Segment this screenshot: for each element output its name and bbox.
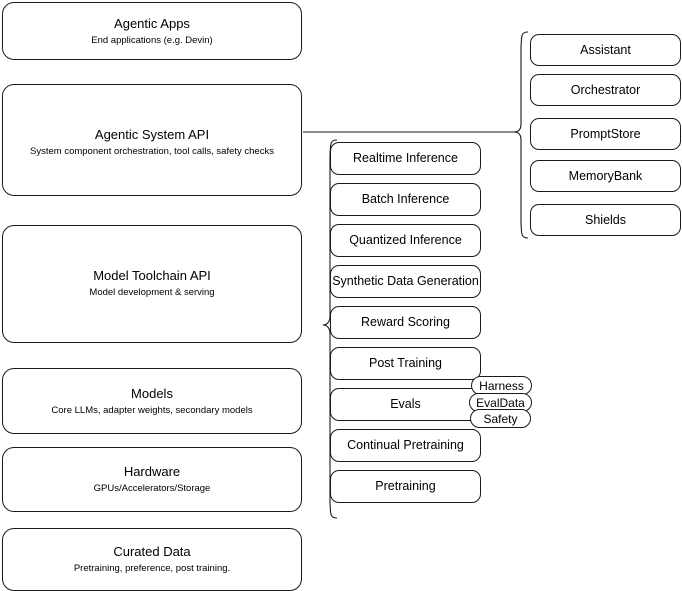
stack-layer-title: Models xyxy=(131,385,173,401)
capability-realtime-inference[interactable]: Realtime Inference xyxy=(330,142,481,175)
capability-post-training[interactable]: Post Training xyxy=(330,347,481,380)
capability-evals[interactable]: Evals xyxy=(330,388,481,421)
stack-layer-subtitle: GPUs/Accelerators/Storage xyxy=(93,483,211,494)
stack-layer-title: Model Toolchain API xyxy=(93,268,211,283)
stack-layer-agentic-system-api[interactable]: Agentic System API System component orch… xyxy=(2,84,302,196)
stack-layer-subtitle: End applications (e.g. Devin) xyxy=(91,34,213,46)
stack-layer-subtitle: Pretraining, preference, post training. xyxy=(73,563,231,574)
capability-pretraining[interactable]: Pretraining xyxy=(330,470,481,503)
stack-layer-curated-data[interactable]: Curated Data Pretraining, preference, po… xyxy=(2,528,302,591)
stack-layer-agentic-apps[interactable]: Agentic Apps End applications (e.g. Devi… xyxy=(2,2,302,60)
stack-layer-model-toolchain-api[interactable]: Model Toolchain API Model development & … xyxy=(2,225,302,343)
eval-pill-safety[interactable]: Safety xyxy=(470,409,531,428)
component-memorybank[interactable]: MemoryBank xyxy=(530,160,681,192)
capability-batch-inference[interactable]: Batch Inference xyxy=(330,183,481,216)
stack-layer-models[interactable]: Models Core LLMs, adapter weights, secon… xyxy=(2,368,302,434)
capability-reward-scoring[interactable]: Reward Scoring xyxy=(330,306,481,339)
component-promptstore[interactable]: PromptStore xyxy=(530,118,681,150)
stack-layer-subtitle: Core LLMs, adapter weights, secondary mo… xyxy=(51,404,253,416)
stack-layer-title: Agentic Apps xyxy=(114,15,190,31)
capability-synthetic-data-generation[interactable]: Synthetic Data Generation xyxy=(330,265,481,298)
capability-quantized-inference[interactable]: Quantized Inference xyxy=(330,224,481,257)
stack-layer-subtitle: Model development & serving xyxy=(89,287,215,298)
stack-layer-title: Agentic System API xyxy=(94,127,210,142)
stack-layer-title: Curated Data xyxy=(113,544,191,559)
component-assistant[interactable]: Assistant xyxy=(530,34,681,66)
brace-system-components xyxy=(513,31,529,239)
stack-layer-title: Hardware xyxy=(123,464,181,479)
capability-continual-pretraining[interactable]: Continual Pretraining xyxy=(330,429,481,462)
stack-layer-hardware[interactable]: Hardware GPUs/Accelerators/Storage xyxy=(2,447,302,512)
component-orchestrator[interactable]: Orchestrator xyxy=(530,74,681,106)
stack-layer-subtitle: System component orchestration, tool cal… xyxy=(30,146,274,157)
component-shields[interactable]: Shields xyxy=(530,204,681,236)
